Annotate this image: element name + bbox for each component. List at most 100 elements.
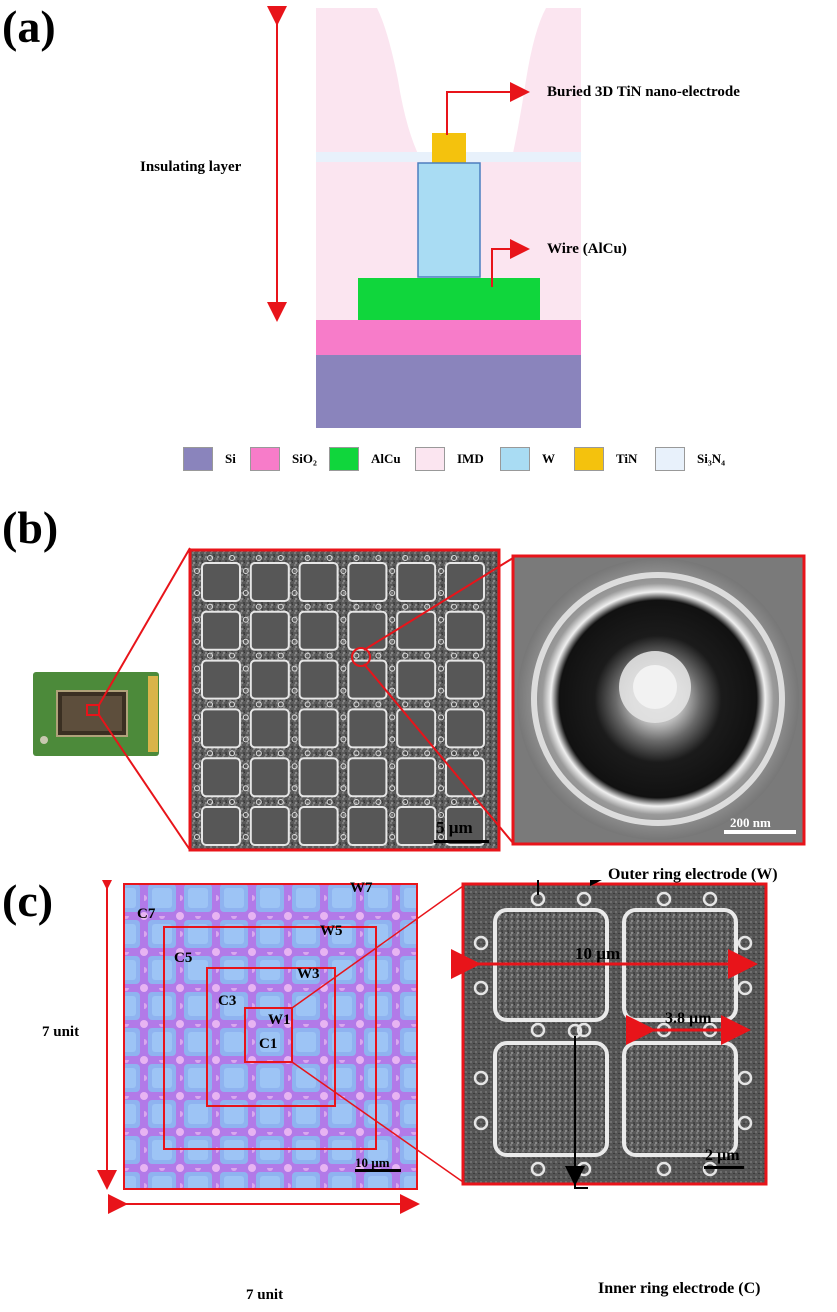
dim-label-10um: 10 µm <box>575 944 621 963</box>
sem-ring <box>255 555 262 561</box>
sem-ring <box>389 714 396 721</box>
panel-c-label: (c) <box>2 875 54 926</box>
sem-ring <box>353 555 360 561</box>
sem-ring <box>424 701 431 708</box>
sem-ring <box>291 785 298 792</box>
sem-ring <box>340 638 347 645</box>
legend-si3n4: Si₃N₄ <box>655 446 725 472</box>
sem-ring <box>353 701 360 708</box>
sem-ring <box>194 714 200 721</box>
sem-ring <box>291 590 298 596</box>
sem-square <box>396 806 437 846</box>
sem-square <box>298 610 339 651</box>
sem-ring <box>424 603 431 610</box>
sem-ring <box>424 652 431 659</box>
sem-ring <box>389 616 396 623</box>
sem-square <box>298 757 339 798</box>
sem-ring <box>402 701 409 708</box>
sem-square <box>249 757 290 798</box>
panel-a-label: (a) <box>2 1 56 52</box>
legend-label: IMD <box>457 451 484 466</box>
sem-ring <box>242 812 249 818</box>
sem-square <box>445 806 485 846</box>
sem-ring <box>207 799 213 805</box>
sem-ring <box>326 701 333 708</box>
sem-ring <box>451 750 457 757</box>
sem-ring <box>194 763 200 770</box>
sem-square <box>249 562 290 602</box>
sem-ring <box>277 555 284 561</box>
ring-label-w1: W1 <box>268 1012 291 1028</box>
sem-square <box>347 610 388 651</box>
legend-label: W <box>542 451 555 466</box>
sem-ring <box>353 799 360 805</box>
ring-1 <box>244 1007 293 1063</box>
sem-ring <box>194 785 200 792</box>
sem-ring <box>242 590 249 596</box>
legend-label: Si <box>225 451 236 466</box>
sem-ring <box>304 555 311 561</box>
alcu-wire <box>358 278 540 320</box>
sem-ring <box>375 652 382 659</box>
sem-ring <box>451 799 457 805</box>
sem-square <box>201 708 241 749</box>
sem-ring <box>207 750 213 757</box>
sem-square <box>201 757 241 798</box>
legend-swatch <box>250 447 280 471</box>
sem-ring <box>194 834 200 840</box>
sem-square <box>249 708 290 749</box>
sem-ring <box>277 750 284 757</box>
sem-ring <box>438 834 444 840</box>
sem-ring <box>242 736 249 743</box>
sem-ring <box>340 687 347 694</box>
sem-ring <box>438 616 444 623</box>
electrode-map <box>124 884 417 1189</box>
sem-ring <box>340 763 347 770</box>
sem-hole-image <box>511 554 806 846</box>
sem-ring <box>229 799 235 805</box>
sem-ring <box>291 714 298 721</box>
sio2-layer <box>316 320 581 355</box>
sem-ring <box>389 834 396 840</box>
sem-ring <box>326 799 333 805</box>
sem-ring <box>353 652 360 659</box>
sem-ring <box>304 750 311 757</box>
legend-label: AlCu <box>371 451 401 466</box>
legend-si: Si <box>183 446 236 472</box>
ring-label-w3: W3 <box>297 966 320 982</box>
sem-ring <box>473 750 479 757</box>
sem-ring <box>438 812 444 818</box>
sem-ring <box>229 603 235 610</box>
sem-ring <box>194 812 200 818</box>
sem-square <box>396 659 437 700</box>
sem-ring <box>242 687 249 694</box>
sem-array-image <box>188 548 501 852</box>
sem-square <box>445 610 485 651</box>
scale-label-right: 200 nm <box>730 815 771 830</box>
sem-square <box>201 562 241 602</box>
sem-ring <box>353 750 360 757</box>
sem-ring <box>242 834 249 840</box>
sem-square <box>445 708 485 749</box>
si-substrate <box>316 355 581 428</box>
legend-swatch <box>655 447 685 471</box>
sem-ring <box>340 590 347 596</box>
scale-label-c-right: 2 µm <box>705 1147 740 1164</box>
label-wire: Wire (AlCu) <box>547 241 627 257</box>
ring-label-c1: C1 <box>259 1036 278 1052</box>
sem-ring <box>242 665 249 672</box>
chip-photo <box>33 672 159 756</box>
sem-square <box>347 659 388 700</box>
sem-ring <box>277 603 284 610</box>
sem-ring <box>438 785 444 792</box>
sem-ring <box>424 799 431 805</box>
label-insulating-layer: Insulating layer <box>140 159 242 175</box>
sem-square <box>249 659 290 700</box>
sem-ring <box>389 785 396 792</box>
sem-ring <box>255 603 262 610</box>
sem-square <box>445 562 485 602</box>
w-plug <box>417 162 481 278</box>
sem-ring <box>389 590 396 596</box>
sem-square <box>396 610 437 651</box>
sem-ring <box>402 652 409 659</box>
